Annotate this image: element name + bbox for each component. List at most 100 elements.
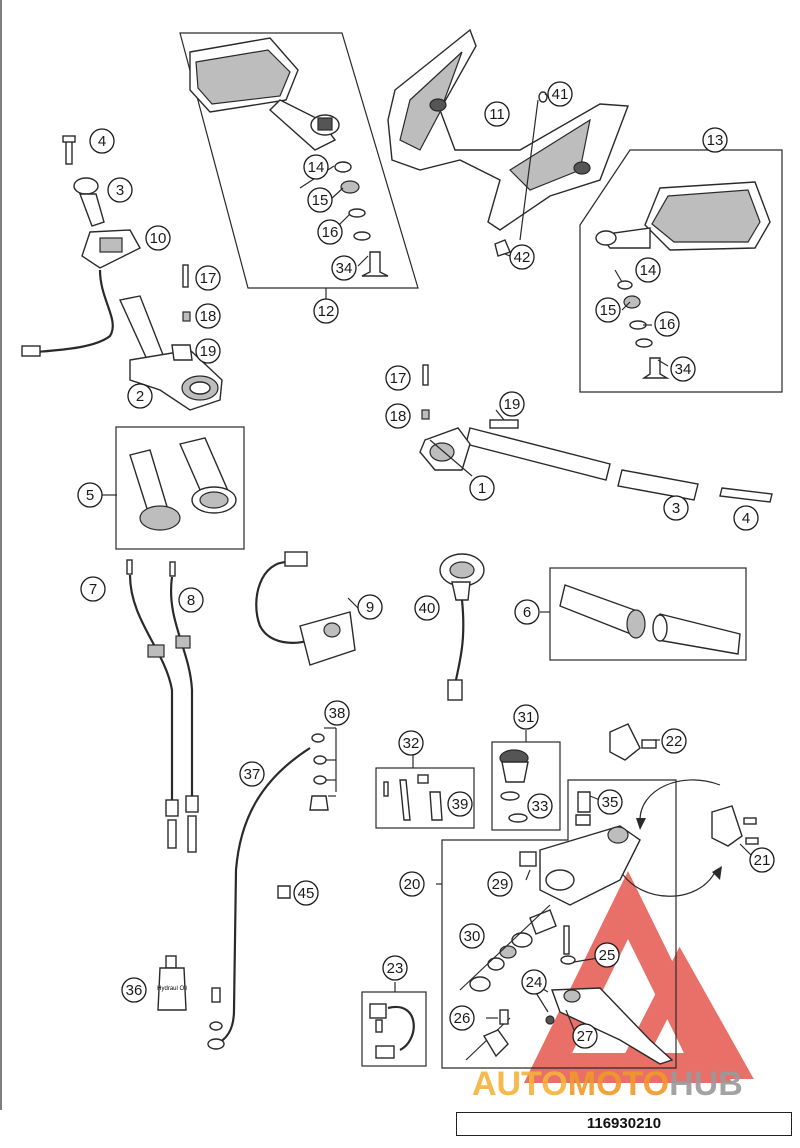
callout-4: 4	[89, 128, 115, 154]
callout-circle	[749, 847, 775, 873]
callout-17: 17	[195, 265, 221, 291]
grips-6	[559, 584, 741, 655]
callout-number: 4	[98, 133, 106, 150]
callout-circle	[459, 923, 485, 949]
callout-circle	[499, 391, 525, 417]
callout-number: 9	[366, 599, 374, 616]
callout-3: 3	[663, 495, 689, 521]
callout-30: 30	[459, 923, 485, 949]
callout-number: 29	[492, 876, 509, 893]
callout-number: 26	[454, 1010, 471, 1027]
callout-circle	[89, 128, 115, 154]
callout-number: 31	[518, 709, 535, 726]
parts-32	[383, 774, 443, 821]
callout-number: 12	[318, 303, 335, 320]
callout-circle	[484, 101, 510, 127]
callout-number: 17	[390, 370, 407, 387]
callout-circle	[547, 81, 573, 107]
callout-number: 18	[200, 308, 217, 325]
callout-circle	[145, 225, 171, 251]
callout-3: 3	[107, 177, 133, 203]
group-box-12	[179, 32, 419, 289]
rotation-arrows	[619, 779, 722, 897]
callout-5: 5	[77, 482, 103, 508]
callout-circle	[447, 791, 473, 817]
callout-circle	[385, 365, 411, 391]
callout-number: 18	[390, 408, 407, 425]
callout-circle	[80, 576, 106, 602]
callout-number: 39	[452, 796, 469, 813]
grips-5	[129, 437, 237, 531]
callout-number: 32	[403, 735, 420, 752]
hydraulic-oil-bottle-36: Hydraul Oil	[157, 955, 187, 1011]
group-box-32	[375, 767, 475, 829]
piston-kit-30	[459, 904, 557, 992]
callout-number: 16	[659, 316, 676, 333]
callout-26: 26	[449, 1005, 475, 1031]
callout-circle	[324, 700, 350, 726]
document-number: 116930210	[456, 1112, 792, 1136]
callout-number: 14	[640, 262, 657, 279]
callout-circle	[527, 793, 553, 819]
switch-23	[369, 1003, 415, 1059]
callout-circle	[399, 871, 425, 897]
callout-circle	[77, 482, 103, 508]
callout-circle	[414, 595, 440, 621]
callout-number: 42	[514, 249, 531, 266]
callout-circle	[513, 704, 539, 730]
svg-text:AUTOMOTOHUB: AUTOMOTOHUB	[472, 1065, 743, 1103]
watermark-brand-mid: MOTO	[568, 1065, 669, 1103]
callout-number: 36	[126, 982, 143, 999]
callout-number: 19	[200, 343, 217, 360]
callout-22: 22	[661, 728, 687, 754]
callout-number: 34	[336, 260, 353, 277]
callout-number: 4	[742, 510, 750, 527]
callout-19: 19	[499, 391, 525, 417]
callout-42: 42	[509, 244, 535, 270]
callout-38: 38	[324, 700, 350, 726]
callout-41: 41	[547, 81, 573, 107]
callout-4: 4	[733, 505, 759, 531]
callout-23: 23	[382, 955, 408, 981]
callout-number: 34	[675, 361, 692, 378]
callout-45: 45	[293, 880, 319, 906]
watermark-brand-suffix: HUB	[669, 1065, 743, 1103]
callout-circle	[331, 255, 357, 281]
group-box-13	[579, 149, 783, 393]
callout-40: 40	[414, 595, 440, 621]
callout-number: 30	[464, 928, 481, 945]
callout-circle	[670, 356, 696, 382]
callout-number: 45	[298, 885, 315, 902]
callout-circle	[595, 297, 621, 323]
callout-number: 40	[419, 600, 436, 617]
callout-15: 15	[307, 187, 333, 213]
callout-27: 27	[572, 1023, 598, 1049]
callout-number: 27	[577, 1028, 594, 1045]
callout-circle	[663, 495, 689, 521]
mirror-right	[595, 181, 771, 251]
callout-37: 37	[239, 761, 265, 787]
callout-number: 2	[136, 388, 144, 405]
callout-24: 24	[521, 969, 547, 995]
callout-circle	[239, 761, 265, 787]
callout-circle	[313, 298, 339, 324]
callout-labels: 4310171819212141516341141421314151634171…	[77, 81, 775, 1049]
callout-circle	[521, 969, 547, 995]
callout-circle	[487, 871, 513, 897]
throttle-cable-8	[169, 561, 199, 853]
reservoir-31	[499, 749, 529, 823]
callout-34: 34	[331, 255, 357, 281]
callout-number: 23	[387, 960, 404, 977]
nut-18-right	[421, 409, 430, 420]
callout-number: 37	[244, 766, 261, 783]
callout-36: 36	[121, 977, 147, 1003]
callout-number: 13	[707, 132, 724, 149]
callout-8: 8	[178, 587, 204, 613]
callout-circle	[385, 403, 411, 429]
callout-number: 3	[116, 182, 124, 199]
callout-number: 5	[86, 487, 94, 504]
callout-number: 3	[672, 500, 680, 517]
callout-9: 9	[357, 594, 383, 620]
callout-32: 32	[398, 730, 424, 756]
callout-16: 16	[654, 311, 680, 337]
